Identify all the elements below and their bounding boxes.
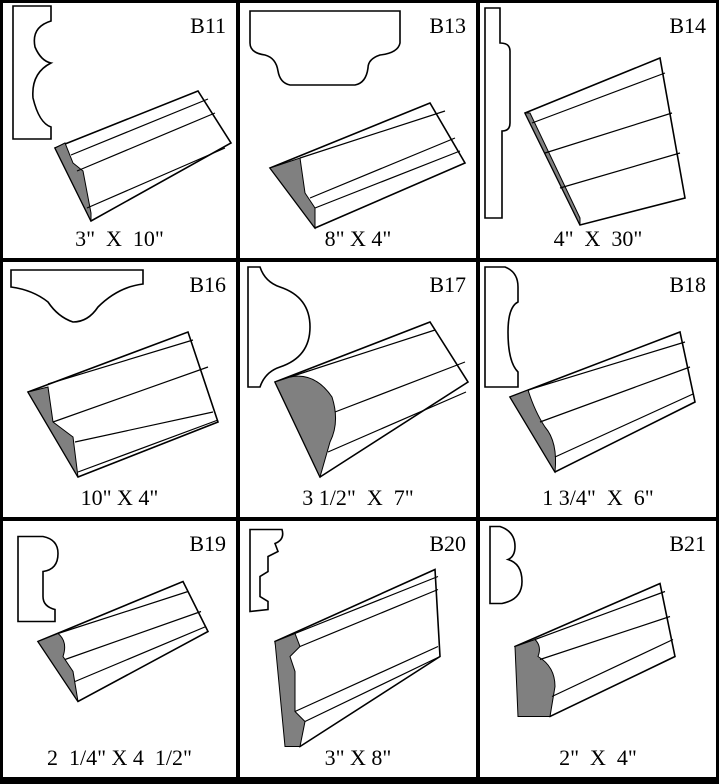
molding-code: B17 — [429, 272, 466, 297]
molding-drawing-b13 — [249, 10, 467, 230]
molding-size: 3" X 8" — [324, 745, 392, 770]
molding-drawing-b16 — [10, 269, 219, 478]
molding-cell-b13: B13 8" X 4" — [240, 3, 476, 258]
molding-cell-b11: B11 3" X 10" — [3, 3, 236, 258]
molding-cell-b20: B20 3" X 8" — [240, 521, 476, 777]
molding-code: B14 — [669, 13, 706, 38]
molding-drawing-b14 — [484, 7, 686, 226]
molding-code: B16 — [189, 272, 226, 297]
molding-drawing-b18 — [484, 266, 696, 474]
molding-size: 10" X 4" — [80, 485, 159, 510]
molding-code: B21 — [669, 531, 706, 556]
molding-size: 8" X 4" — [324, 226, 392, 251]
molding-drawing-b19 — [17, 535, 210, 703]
molding-drawing-b20 — [249, 528, 441, 748]
molding-code: B20 — [429, 531, 466, 556]
molding-cell-b18: B18 1 3/4" X 6" — [480, 262, 716, 517]
molding-code: B19 — [189, 531, 226, 556]
molding-cell-b16: B16 10" X 4" — [3, 262, 236, 517]
molding-code: B13 — [429, 13, 466, 38]
molding-code: B18 — [669, 272, 706, 297]
molding-drawing-b11 — [12, 5, 233, 223]
molding-cell-b21: B21 2" X 4" — [480, 521, 716, 777]
molding-cell-b14: B14 4" X 30" — [480, 3, 716, 258]
molding-cell-b19: B19 2 1/4" X 4 1/2" — [3, 521, 236, 777]
molding-size: 3 1/2" X 7" — [302, 485, 414, 510]
molding-size: 2 1/4" X 4 1/2" — [46, 745, 193, 770]
molding-cell-b17: B17 3 1/2" X 7" — [240, 262, 476, 517]
molding-size: 2" X 4" — [559, 745, 637, 770]
molding-size: 4" X 30" — [553, 226, 643, 251]
molding-size: 3" X 10" — [75, 226, 164, 251]
molding-drawing-b21 — [489, 525, 676, 718]
molding-size: 1 3/4" X 6" — [542, 485, 654, 510]
molding-drawing-b17 — [247, 266, 470, 479]
molding-code: B11 — [190, 13, 226, 38]
